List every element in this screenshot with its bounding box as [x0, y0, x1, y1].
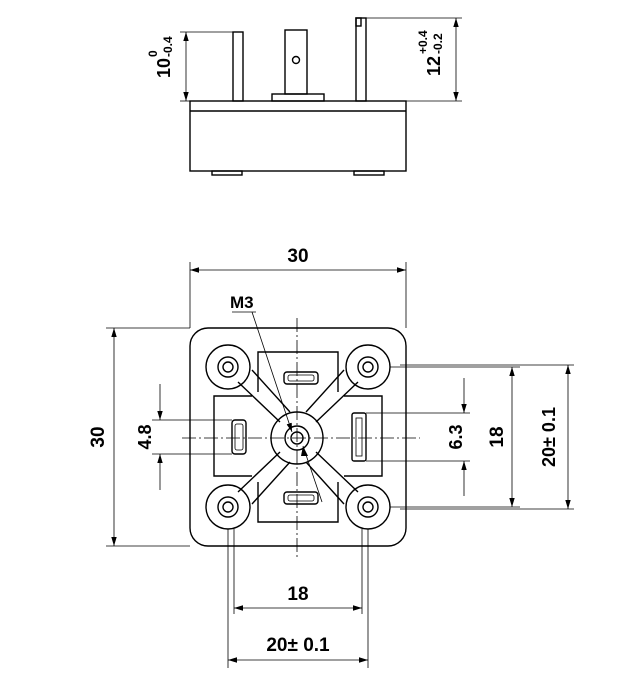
dim-outer-horizontal-label: 20± 0.1 [266, 635, 330, 656]
mounting-hole-bottom-left [205, 484, 251, 530]
dim-total-height-tol-lower: -0.2 [431, 33, 445, 54]
diagonal-cross [237, 369, 359, 505]
slot-bottom [283, 491, 319, 505]
thread-label: M3 [230, 293, 254, 312]
thread-leader-line [251, 311, 293, 433]
module-body-top [189, 327, 407, 547]
dim-height-label: 30 [88, 426, 109, 447]
dim-pin-height-tol-upper: 0 [146, 50, 160, 57]
slot-right [351, 412, 367, 462]
dim-inner-horizontal-label: 18 [287, 584, 308, 605]
mounting-hole-top-left [205, 344, 251, 390]
dim-width-label: 30 [287, 246, 308, 267]
pin-right-side [355, 17, 367, 102]
dim-pin-height-base: 10 [154, 58, 174, 78]
dim-left-slot-label: 4.8 [135, 424, 155, 449]
dim-inner-vertical-label: 18 [487, 426, 508, 447]
dim-total-height-base: 12 [424, 56, 444, 76]
terminal-block-left [213, 395, 252, 477]
mounting-hole-bottom-right [345, 484, 391, 530]
dim-pin-height-tol-lower: -0.4 [161, 36, 175, 57]
dim-outer-vertical-label: 20± 0.1 [539, 407, 559, 467]
slot-left [231, 419, 247, 455]
top-view: 30 M3 30 4.8 6.3 18 20± 0.1 [88, 246, 574, 668]
terminal-block-bottom [257, 482, 339, 523]
pin-center-tab [284, 29, 308, 95]
terminal-block-right [344, 395, 383, 477]
slot-top [283, 371, 319, 385]
pin-left-side [232, 31, 244, 102]
side-view: 10 0 -0.4 12 +0.4 -0.2 [146, 17, 462, 176]
mounting-hole-top-right [345, 344, 391, 390]
dim-right-slot-label: 6.3 [446, 424, 466, 449]
dim-total-height-tol-upper: +0.4 [416, 30, 430, 54]
terminal-block-top [257, 351, 339, 392]
